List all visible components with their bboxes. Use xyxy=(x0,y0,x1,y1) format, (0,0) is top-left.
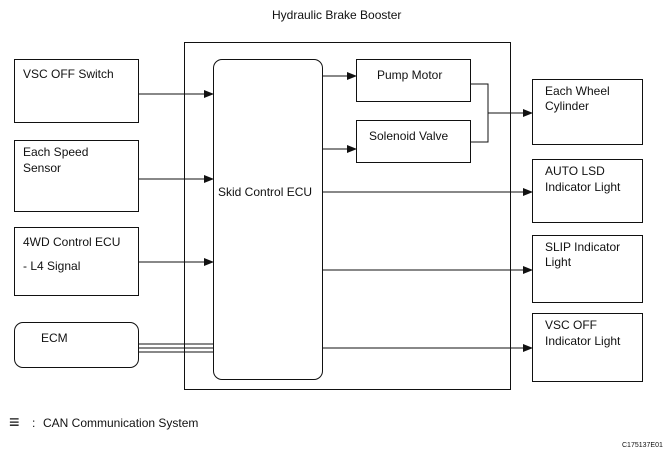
ecm-box: ECM xyxy=(14,322,139,368)
skid-control-ecu-label: Skid Control ECU xyxy=(218,185,313,199)
slip-label-line1: SLIP Indicator xyxy=(545,240,621,254)
auto-lsd-label-line2: Indicator Light xyxy=(545,180,621,194)
speed-sensor-label-line2: Sensor xyxy=(23,161,62,175)
wheel-cylinder-label-line2: Cylinder xyxy=(545,99,590,113)
can-legend-text: CAN Communication System xyxy=(43,416,199,430)
speed-sensor-label-line1: Each Speed xyxy=(23,145,89,159)
vsc-off-indicator-label-line2: Indicator Light xyxy=(545,334,621,348)
auto-lsd-label-line1: AUTO LSD xyxy=(545,164,605,178)
figure-code: C175137E01 xyxy=(622,442,663,449)
slip-label-line2: Light xyxy=(545,255,572,269)
fourwd-control-ecu-label: 4WD Control ECU xyxy=(23,235,121,249)
diagram-title: Hydraulic Brake Booster xyxy=(272,8,402,22)
slip-indicator-box: SLIP Indicator Light xyxy=(532,235,643,303)
each-wheel-cylinder-box: Each Wheel Cylinder xyxy=(532,79,643,145)
auto-lsd-indicator-box: AUTO LSD Indicator Light xyxy=(532,159,643,223)
fourwd-control-ecu-box: 4WD Control ECU - L4 Signal xyxy=(14,227,139,296)
solenoid-valve-label: Solenoid Valve xyxy=(369,129,449,143)
can-legend-symbol: ≡ xyxy=(9,412,20,432)
wheel-cylinder-label-line1: Each Wheel xyxy=(545,84,610,98)
vsc-off-switch-label: VSC OFF Switch xyxy=(23,67,114,81)
skid-control-ecu-box: Skid Control ECU xyxy=(213,59,323,380)
l4-signal-label: - L4 Signal xyxy=(23,259,81,273)
vsc-off-indicator-box: VSC OFF Indicator Light xyxy=(532,313,643,382)
solenoid-valve-box: Solenoid Valve xyxy=(356,120,471,163)
pump-motor-box: Pump Motor xyxy=(356,59,471,102)
ecm-label: ECM xyxy=(41,331,68,345)
speed-sensor-box: Each Speed Sensor xyxy=(14,140,139,212)
vsc-off-indicator-label-line1: VSC OFF xyxy=(545,318,598,332)
pump-motor-label: Pump Motor xyxy=(377,68,443,82)
vsc-off-switch-box: VSC OFF Switch xyxy=(14,59,139,123)
can-legend-separator: : xyxy=(32,416,36,430)
